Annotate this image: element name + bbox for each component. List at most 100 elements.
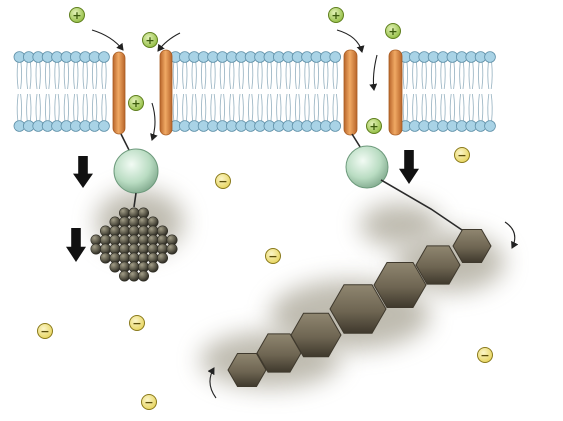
lipid-tail: [238, 93, 244, 121]
lipid-tail: [219, 62, 226, 90]
lipid-tail: [219, 93, 226, 121]
hexagon-unit: [452, 229, 492, 263]
lipid-tail: [82, 62, 88, 90]
receptor-ball: [113, 148, 159, 194]
lipid-tail: [247, 62, 254, 90]
lipid-tail: [332, 93, 338, 121]
membrane-segment: [13, 51, 110, 132]
ion-channel: [112, 51, 126, 135]
membrane-segment: [169, 51, 342, 132]
down-arrow-icon: [399, 150, 419, 184]
cluster-sphere: [90, 243, 102, 255]
lipid-tail: [402, 62, 409, 90]
negative-ion-circle: [477, 347, 493, 363]
lipid-tail: [35, 62, 41, 90]
negative-ion: −: [454, 147, 470, 163]
lipid-tail: [91, 62, 98, 90]
cluster-sphere: [166, 243, 178, 255]
negative-ion: −: [129, 315, 145, 331]
curved-arrow-icon: [504, 221, 519, 249]
ion-channel: [388, 49, 403, 136]
plus-sign: +: [131, 97, 140, 110]
lipid-tail: [323, 93, 329, 121]
lipid-tail: [172, 62, 179, 90]
lipid-tail: [285, 93, 291, 121]
lipid-tail: [449, 93, 456, 121]
ion-channel: [343, 49, 358, 136]
lipid-tail: [172, 93, 179, 121]
negative-ion-circle: [265, 248, 281, 264]
negative-ion: −: [215, 173, 231, 189]
lipid-tail: [200, 93, 207, 121]
lipid-tail: [487, 93, 493, 121]
membrane-segment: [399, 51, 496, 132]
lipid-tail: [26, 62, 32, 90]
lipid-tail: [101, 62, 107, 90]
ion-channels: [112, 49, 403, 136]
lipid-tail: [54, 93, 60, 121]
lipid-tail: [421, 62, 427, 90]
lipid-tail: [44, 62, 51, 90]
plus-sign: +: [331, 9, 340, 22]
ion-channel: [159, 49, 173, 136]
lipid-tail: [487, 62, 493, 90]
lipid-tail: [468, 62, 474, 90]
positive-ion-circle: [142, 32, 158, 48]
lipid-tail: [91, 93, 98, 121]
plus-sign: +: [145, 34, 154, 47]
lipid-tail: [304, 62, 310, 90]
lipid-tail: [247, 93, 254, 121]
lipid-tail: [16, 62, 23, 90]
lipid-tail: [440, 62, 446, 90]
positive-ion: +: [69, 7, 85, 23]
minus-sign: −: [40, 325, 49, 338]
negative-ion-circle: [141, 394, 157, 410]
protein-cluster: [90, 207, 178, 282]
lipid-tail: [430, 62, 437, 90]
negative-ion: −: [477, 347, 493, 363]
lipid-head: [484, 120, 496, 132]
lipid-tail: [191, 62, 197, 90]
lipid-tail: [332, 62, 338, 90]
lipid-tail: [412, 93, 418, 121]
linker-line: [120, 133, 131, 153]
lipid-tail: [257, 93, 263, 121]
lipid-tail: [54, 62, 60, 90]
hexagon-unit: [256, 333, 302, 373]
hexagon-unit: [329, 284, 387, 334]
hexagon-unit: [415, 245, 461, 285]
negative-ion: −: [265, 248, 281, 264]
lipid-tail: [477, 93, 484, 121]
positive-ion-circle: [366, 118, 382, 134]
lipid-tail: [276, 62, 282, 90]
lipid-tail: [210, 93, 216, 121]
curved-arrow-icon: [207, 367, 217, 399]
lipid-tail: [191, 93, 197, 121]
receptor-ball: [345, 145, 389, 189]
curved-arrow-icon: [91, 29, 124, 51]
curved-arrow-icon: [369, 54, 378, 91]
negative-ion-circle: [454, 147, 470, 163]
lipid-tail: [82, 93, 88, 121]
lipid-tail: [26, 93, 32, 121]
lipid-tail: [44, 93, 51, 121]
cluster-sphere: [138, 270, 150, 282]
lipid-tail: [412, 62, 418, 90]
curved-arrow-icon: [150, 102, 158, 141]
positive-ion-circle: [128, 95, 144, 111]
lipid-tail: [238, 62, 244, 90]
cluster-sphere: [109, 261, 121, 273]
lipid-tail: [449, 62, 456, 90]
hexagon-unit: [227, 353, 267, 387]
lipid-tail: [440, 93, 446, 121]
lipid-tail: [459, 62, 465, 90]
linker-line: [380, 179, 463, 231]
hexagon-unit: [373, 262, 427, 308]
plus-sign: +: [388, 25, 397, 38]
positive-ion: +: [128, 95, 144, 111]
lipid-tail: [63, 62, 70, 90]
lipid-tail: [229, 62, 235, 90]
negative-ion: −: [37, 323, 53, 339]
arrows: [66, 29, 519, 399]
